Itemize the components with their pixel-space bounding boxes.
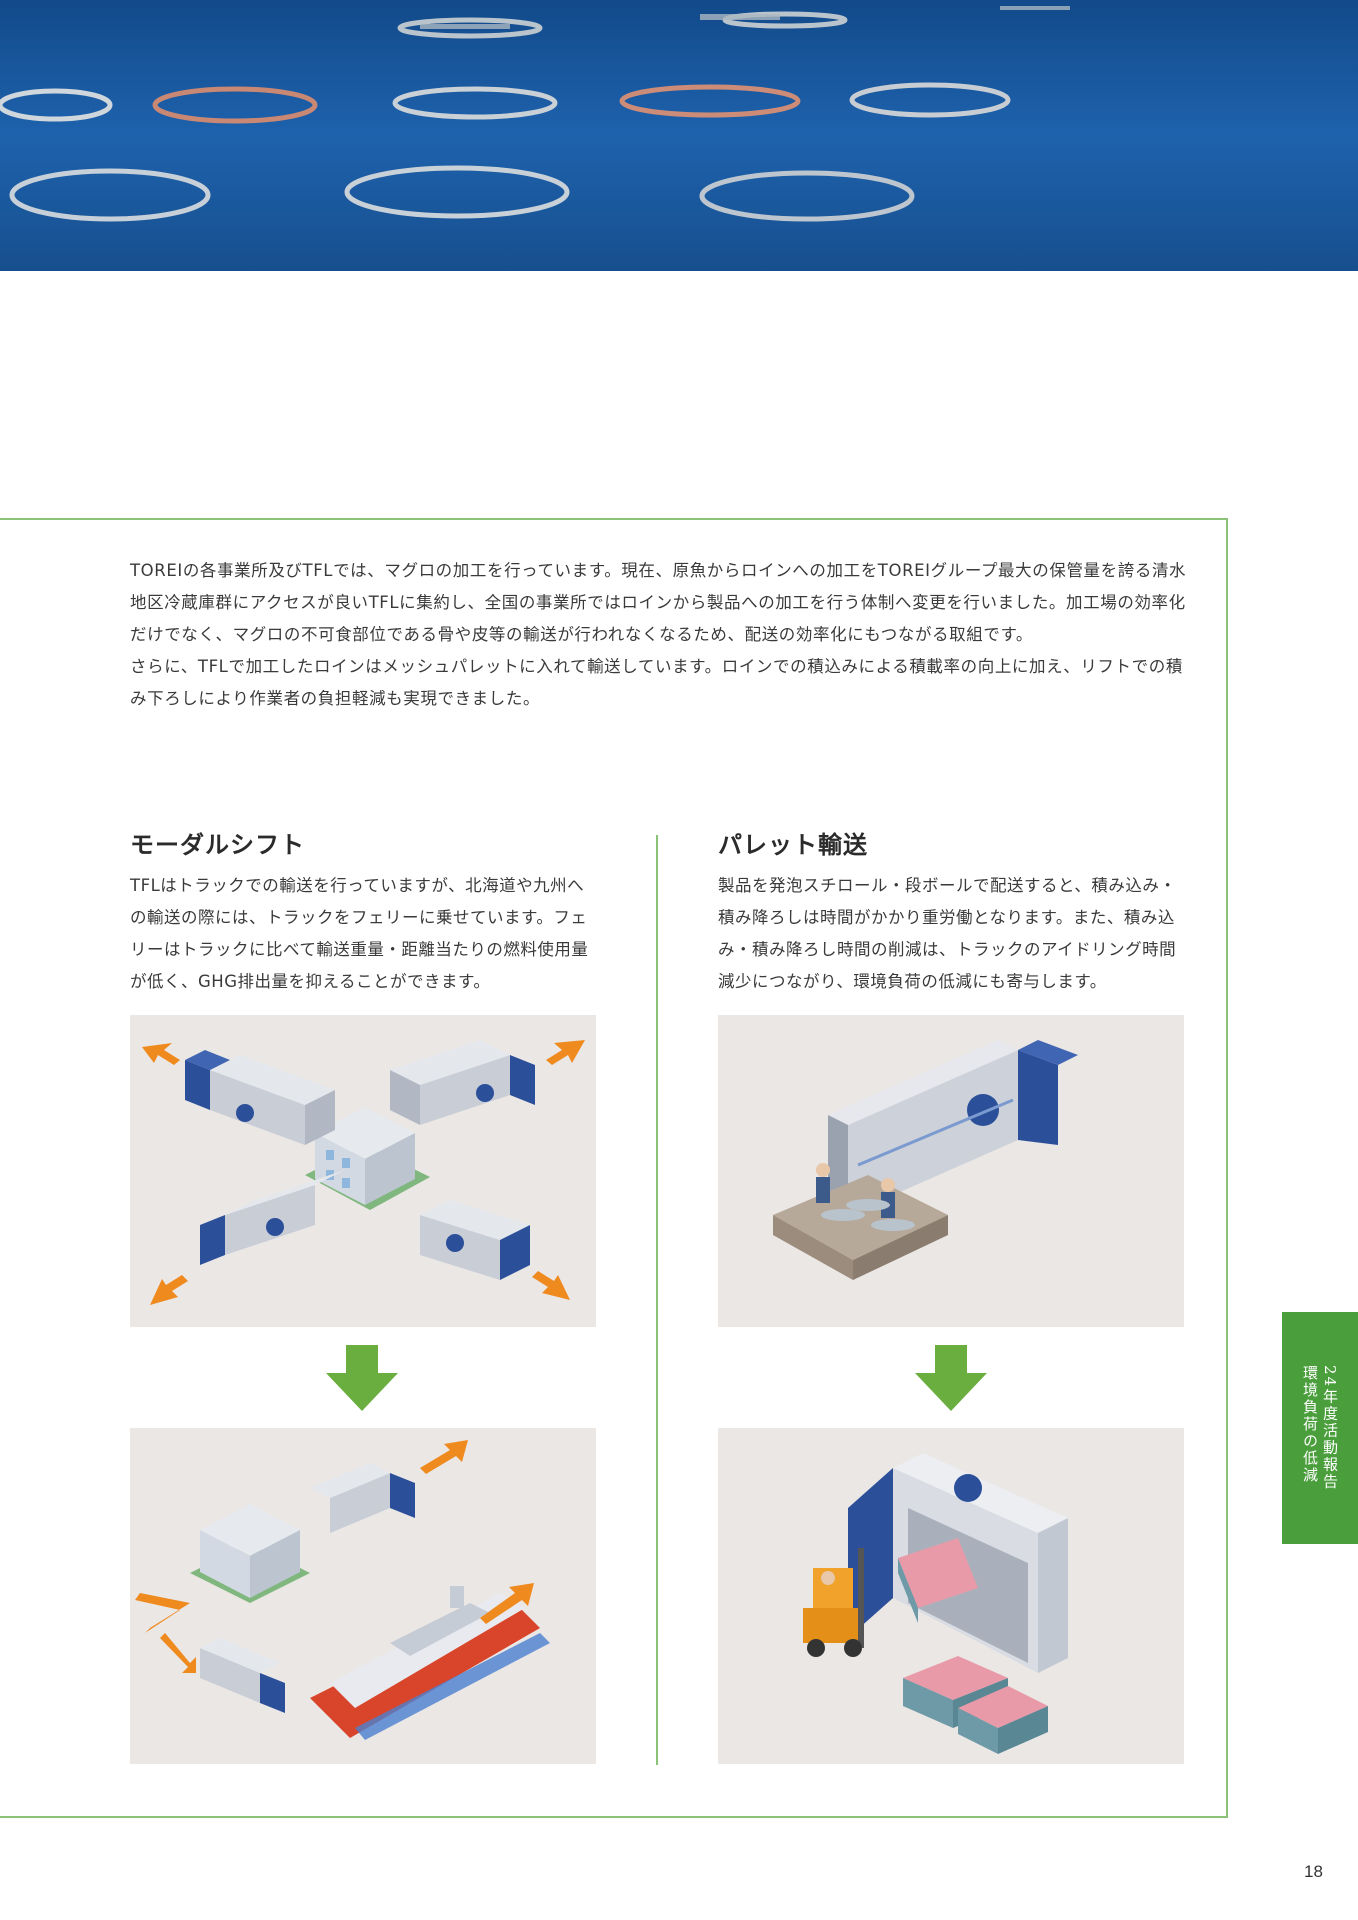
truck-icon: [200, 1638, 285, 1713]
truck-icon: [390, 1040, 535, 1125]
content-panel: [0, 518, 1228, 1818]
pallet-title: パレット輸送: [718, 831, 868, 859]
warehouse-icon: [190, 1504, 310, 1603]
truck-icon: [828, 1040, 1078, 1215]
truck-icon: [185, 1050, 335, 1145]
illustration-trucks-from-warehouse: [130, 1015, 596, 1327]
arrow-down-icon: [915, 1345, 987, 1411]
hero-photo-tuna-farm: [0, 0, 1358, 271]
arrow-icon: [135, 1440, 534, 1673]
column-divider: [656, 835, 658, 1765]
warehouse-icon: [305, 1107, 430, 1210]
loading-dock-icon: [773, 1175, 948, 1280]
fish-icon: [821, 1199, 915, 1231]
section-side-tab: 24年度活動報告 環境負荷の低減: [1282, 1312, 1358, 1544]
modal-shift-title: モーダルシフト: [130, 831, 305, 859]
ferry-icon: [310, 1586, 550, 1740]
side-tab-line-1: 24年度活動報告: [1321, 1365, 1339, 1491]
arrow-icon: [142, 1040, 585, 1305]
intro-paragraph-2: さらに、TFLで加工したロインはメッシュパレットに入れて輸送しています。ロインで…: [130, 657, 1183, 708]
illustration-manual-unloading: [718, 1015, 1184, 1327]
pallet-section: パレット輸送 製品を発泡スチロール・段ボールで配送すると、積み込み・積み降ろしは…: [718, 825, 1188, 998]
pallet-icon: [903, 1656, 1048, 1754]
modal-shift-section: モーダルシフト TFLはトラックでの輸送を行っていますが、北海道や九州への輸送の…: [130, 825, 600, 998]
side-tab-line-2: 環境負荷の低減: [1301, 1365, 1319, 1485]
modal-shift-body: TFLはトラックでの輸送を行っていますが、北海道や九州への輸送の際には、トラック…: [130, 876, 589, 991]
fish-pens-image: [0, 0, 1358, 271]
intro-text: TOREIの各事業所及びTFLでは、マグロの加工を行っています。現在、原魚からロ…: [130, 555, 1190, 715]
pallet-icon: [898, 1538, 978, 1623]
pallet-body: 製品を発泡スチロール・段ボールで配送すると、積み込み・積み降ろしは時間がかかり重…: [718, 876, 1177, 991]
truck-icon: [200, 1170, 345, 1265]
page-number: 18: [1304, 1862, 1323, 1881]
arrow-down-icon: [326, 1345, 398, 1411]
truck-icon: [420, 1200, 530, 1280]
illustration-forklift-pallet: [718, 1428, 1184, 1764]
intro-paragraph-1: TOREIの各事業所及びTFLでは、マグロの加工を行っています。現在、原魚からロ…: [130, 561, 1187, 644]
truck-icon: [310, 1463, 415, 1533]
illustration-ferry-modal-shift: [130, 1428, 596, 1764]
forklift-icon: [803, 1548, 864, 1657]
worker-icon: [816, 1163, 895, 1218]
side-tab-text: 24年度活動報告 環境負荷の低減: [1300, 1365, 1340, 1490]
